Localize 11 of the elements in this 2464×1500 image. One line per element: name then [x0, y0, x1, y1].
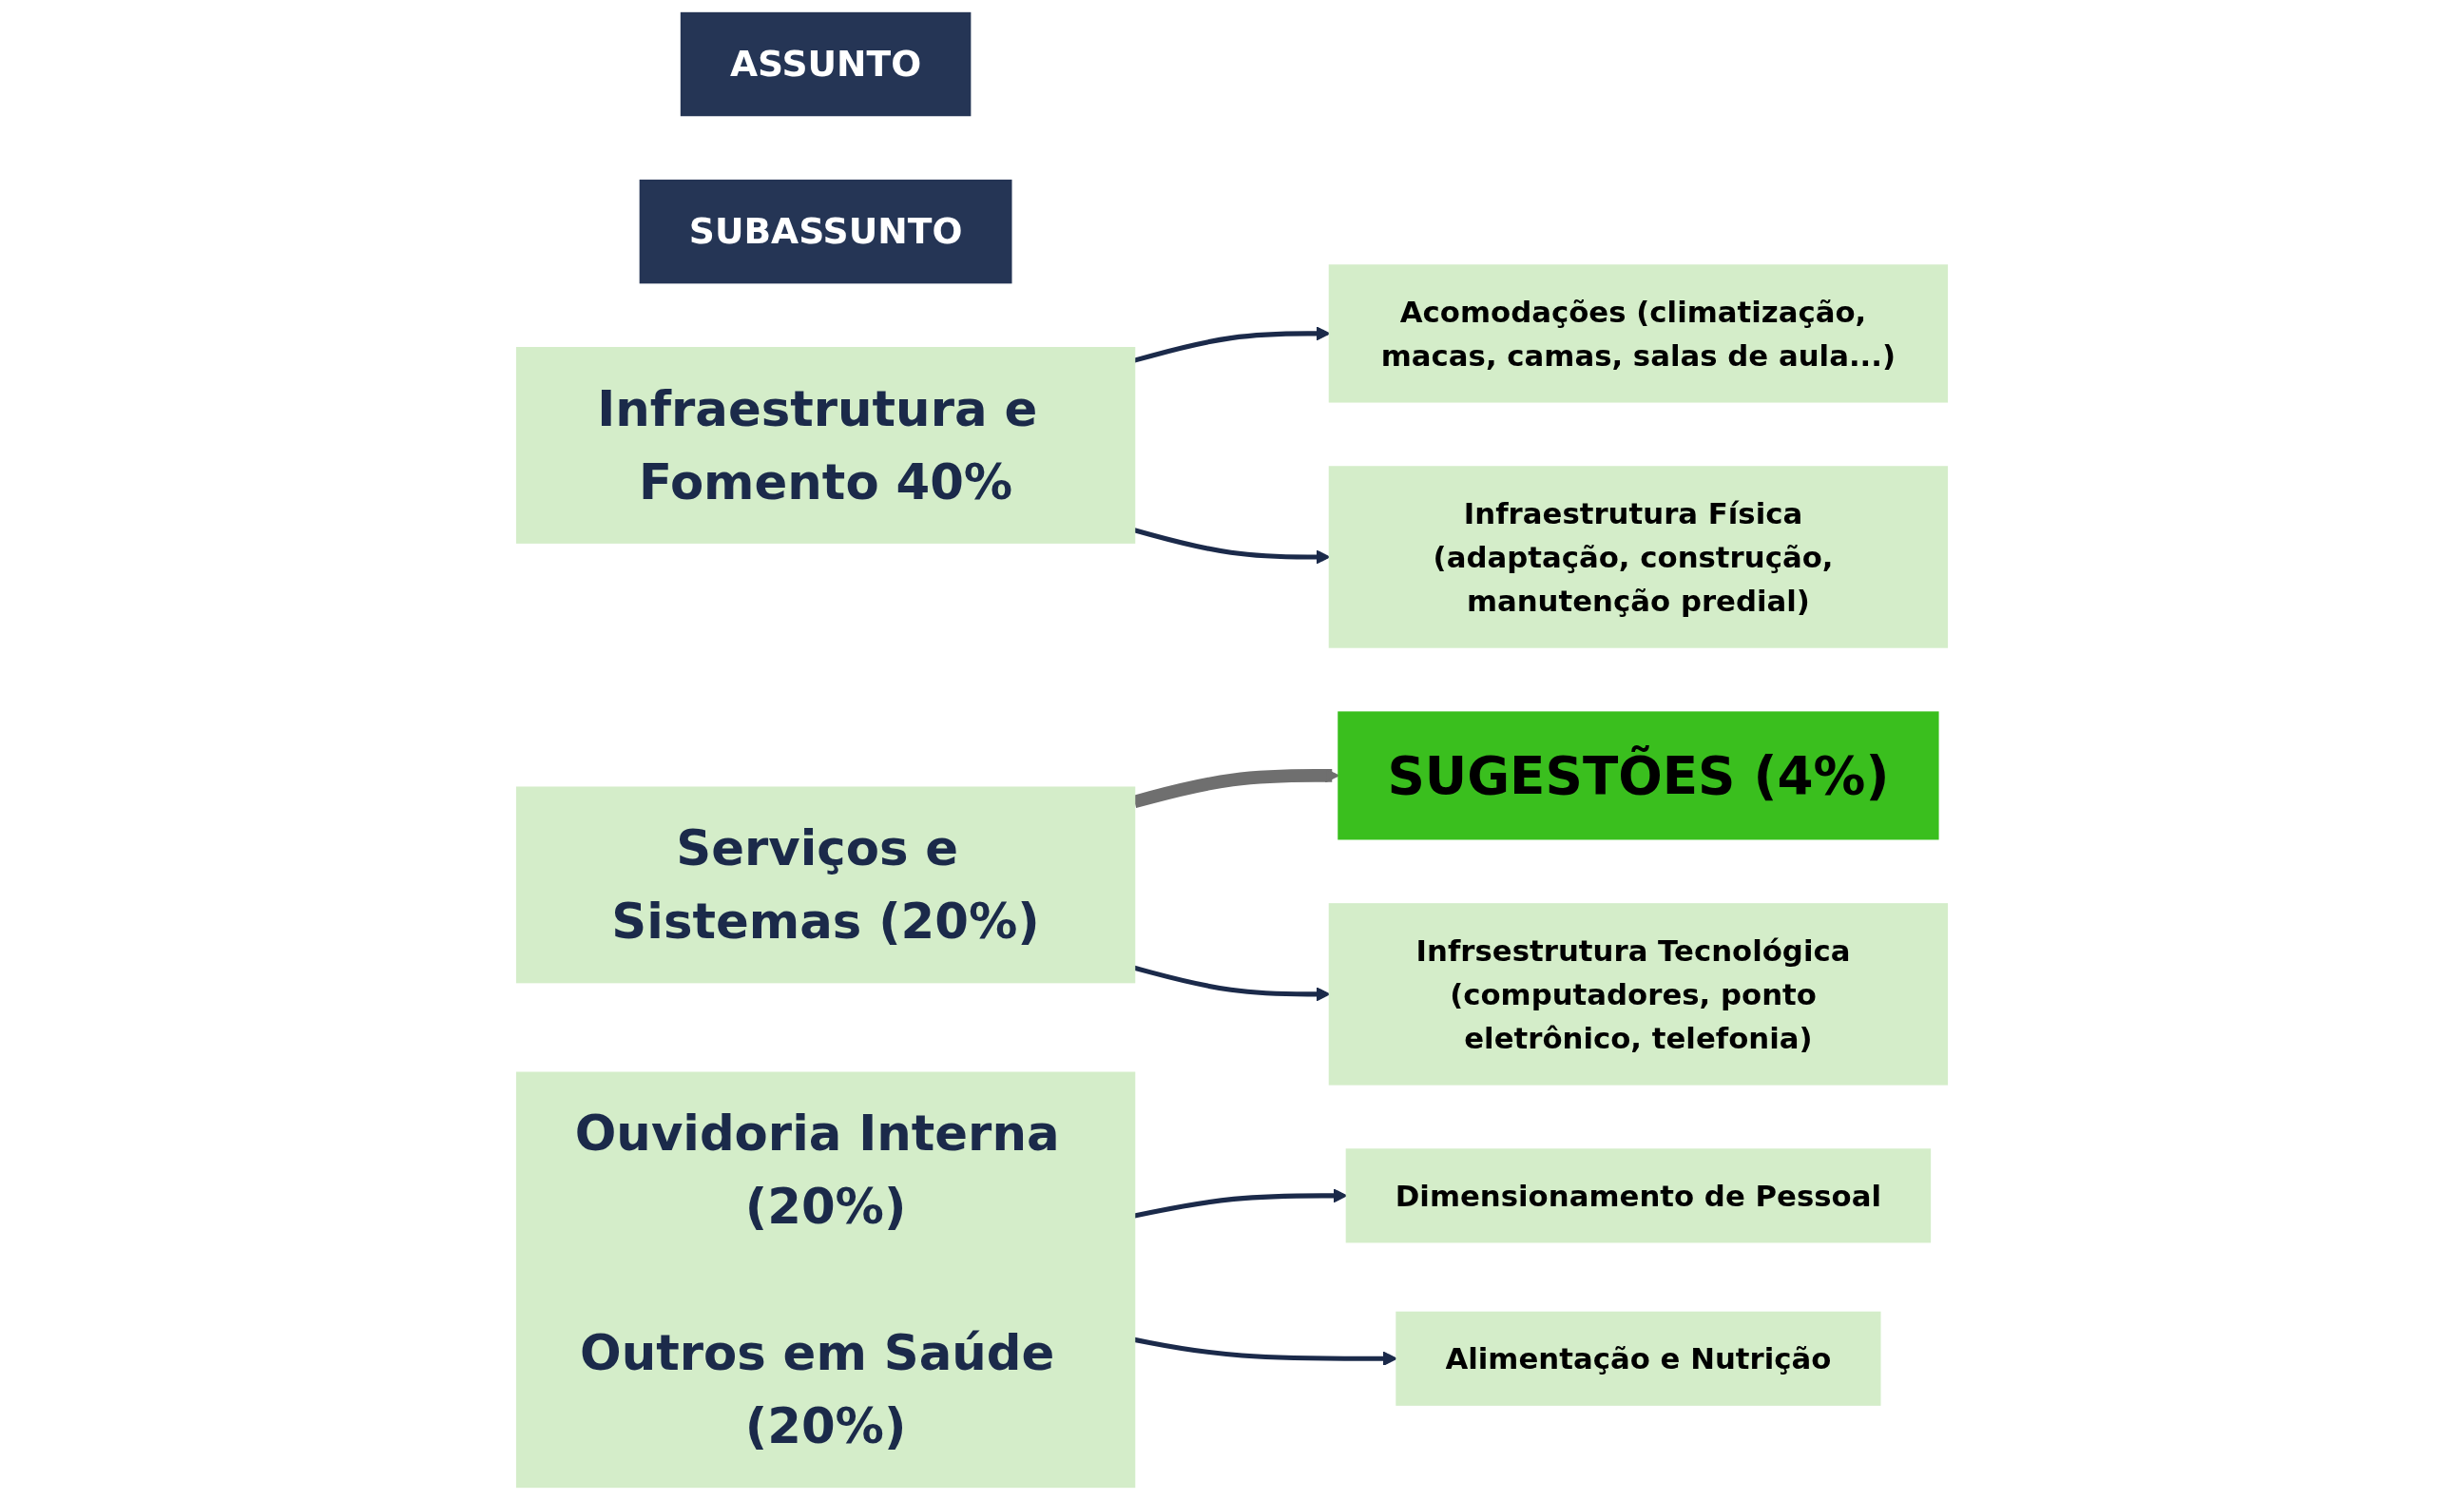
node-box: Acomodações (climatização, macas, camas, salas de aula...) [1328, 264, 1949, 403]
node-box: Serviços e Sistemas (20%) [515, 786, 1136, 984]
node-box: Dimensionamento de Pessoal [1345, 1148, 1932, 1243]
node-box: Ouvidoria Interna (20%) Outros em Saúde (20%) [515, 1071, 1136, 1489]
node-box: Alimentação e Nutrição [1396, 1311, 1881, 1406]
node-box: SUGESTÕES (4%) [1338, 711, 1939, 840]
node-box: Infraestrutura Física (adaptação, construção, manutenção predial) [1328, 466, 1949, 648]
node-box: Infrsestrutura Tecnológica (computadores, ponto eletrônico, telefonia) [1328, 903, 1949, 1086]
node-box: Infraestrutura e Fomento 40% [515, 347, 1136, 544]
node-box: ASSUNTO [680, 11, 972, 117]
node-box: SUBASSUNTO [639, 179, 1012, 284]
